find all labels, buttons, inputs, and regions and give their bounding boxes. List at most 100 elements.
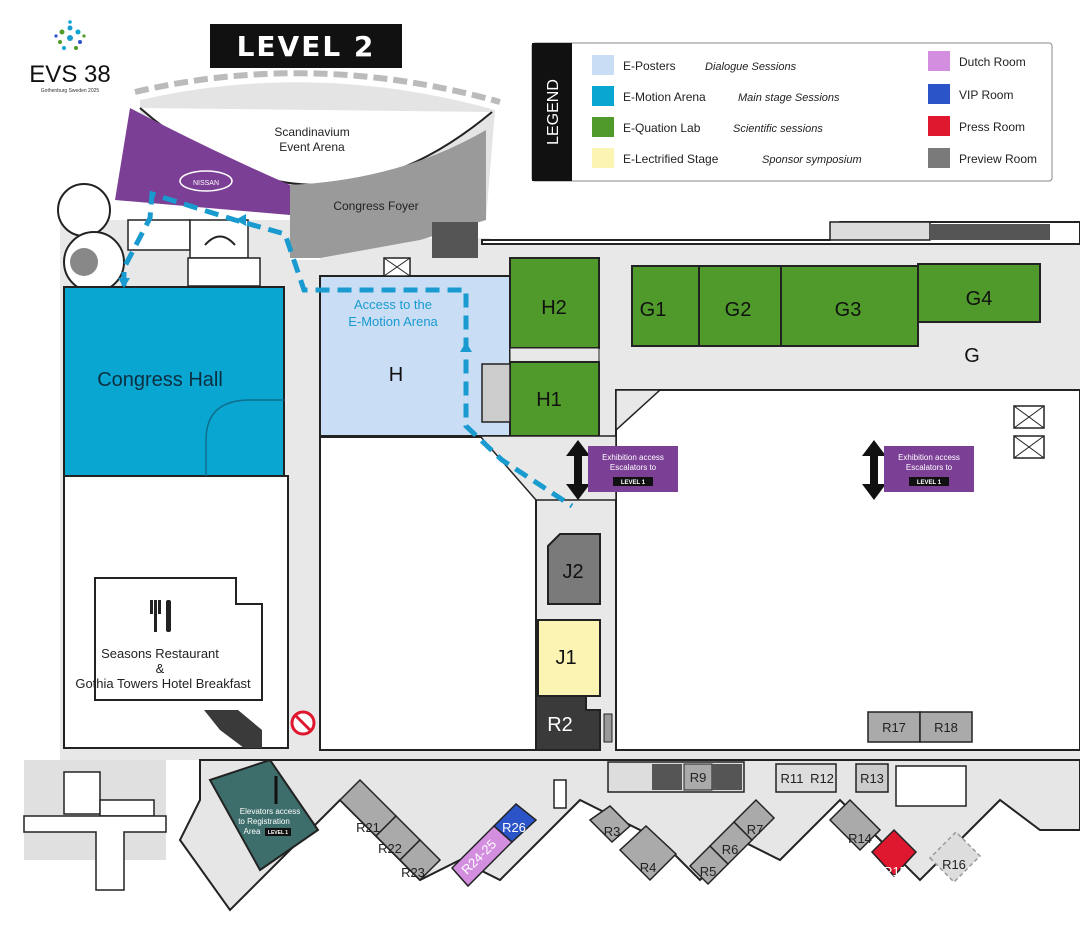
- access-label-line1: Access to the: [354, 297, 432, 312]
- room-R2[interactable]: [535, 695, 601, 751]
- room-R15[interactable]: [870, 828, 918, 878]
- room-R21-label: R21: [356, 820, 380, 835]
- wc-right-r9: [712, 764, 742, 790]
- room-R13[interactable]: [855, 763, 889, 793]
- arena-label-line1: Scandinavium: [274, 125, 349, 139]
- room-R18[interactable]: [919, 711, 973, 743]
- room-R14[interactable]: [828, 798, 882, 852]
- legend-item-arena: E-Motion Arena Main stage Sessions: [592, 86, 840, 106]
- room-H[interactable]: [319, 275, 511, 437]
- room-R16-label: R16: [942, 857, 966, 872]
- evs-logo-icon: [54, 20, 86, 50]
- west-annex-room: [63, 771, 101, 815]
- arena-wave-border: [134, 70, 501, 105]
- legend-preview-label: Preview Room: [959, 152, 1037, 166]
- exhibition-east-line2: Escalators to: [906, 463, 953, 472]
- elevators-area[interactable]: [208, 758, 320, 872]
- room-R3[interactable]: [588, 805, 632, 844]
- legend-arena-sub: Main stage Sessions: [738, 92, 840, 104]
- restaurant-label-line1: Seasons Restaurant: [101, 646, 219, 661]
- room-R23[interactable]: [398, 838, 442, 882]
- room-R13-label: R13: [860, 771, 884, 786]
- wc-block-west: [204, 710, 262, 748]
- elevators-label-line3: Area: [244, 827, 261, 836]
- nissan-zone: [115, 108, 290, 215]
- legend-press-label: Press Room: [959, 120, 1025, 134]
- room-H2-label: H2: [541, 297, 567, 319]
- legend-room-vip: VIP Room: [928, 84, 1013, 104]
- room-R17-label: R17: [882, 720, 906, 735]
- level-title: LEVEL 2: [237, 30, 376, 63]
- escalator-block: [187, 257, 261, 287]
- legend-lab-sub: Scientific sessions: [733, 123, 823, 135]
- legend-arena-title: E-Motion Arena: [623, 90, 706, 104]
- room-R7-label: R7: [747, 822, 764, 837]
- brand-name: EVS 38: [29, 61, 110, 88]
- elevators-label-line2: to Registration: [238, 817, 290, 826]
- room-H-label: H: [389, 364, 403, 386]
- room-H1-label: H1: [536, 389, 562, 411]
- brand-subline: Gothenburg Sweden 2025: [41, 88, 100, 94]
- room-G1-label: G1: [640, 299, 667, 321]
- exhibition-hall: [615, 389, 1080, 751]
- congress-hall[interactable]: [63, 286, 285, 477]
- legend-stage-title: E-Lectrified Stage: [623, 152, 719, 166]
- legend-room-dutch: Dutch Room: [928, 51, 1026, 71]
- cutlery-icon: [150, 600, 171, 632]
- room-G3[interactable]: [780, 265, 919, 347]
- room-R26[interactable]: [492, 802, 538, 844]
- room-R4[interactable]: [618, 824, 678, 882]
- arena-label-line2: Event Arena: [279, 140, 345, 154]
- open-floor-center: [319, 436, 537, 751]
- room-R16[interactable]: [928, 830, 982, 884]
- escalator-access-west[interactable]: Exhibition access Escalators to LEVEL 1: [566, 440, 678, 500]
- pillar: [603, 713, 613, 743]
- west-tower-core: [70, 248, 98, 276]
- room-R11-label[interactable]: R11: [781, 771, 804, 786]
- exhibition-west-line2: Escalators to: [610, 463, 657, 472]
- elevators-badge: [265, 828, 291, 836]
- room-R7[interactable]: [732, 798, 776, 842]
- restaurant-label-line2: &: [156, 661, 165, 676]
- room-R12-label[interactable]: R12: [810, 771, 834, 786]
- congress-hall-stage: [205, 399, 284, 476]
- h1-stair: [481, 363, 511, 423]
- room-R6-label: R6: [722, 842, 739, 857]
- exhibition-west-line1: Exhibition access: [602, 453, 664, 462]
- room-R23-label: R23: [401, 865, 425, 880]
- room-G2[interactable]: [698, 265, 782, 347]
- route-arrow-icon-3: [235, 214, 246, 226]
- exhibition-east-badge-label: LEVEL 1: [917, 480, 942, 486]
- legend-posters-title: E-Posters: [623, 59, 676, 73]
- restaurant: [94, 577, 263, 701]
- legend-room-preview: Preview Room: [928, 148, 1037, 168]
- route-arrow-icon: [118, 278, 130, 288]
- nissan-logo: [179, 170, 233, 192]
- exhibition-entry: [615, 389, 662, 432]
- room-R22-label: R22: [378, 841, 402, 856]
- legend-dutch-label: Dutch Room: [959, 55, 1026, 69]
- room-J2[interactable]: [547, 533, 601, 605]
- zone-G-label: G: [964, 345, 980, 367]
- legend-lab-title: E-Quation Lab: [623, 121, 701, 135]
- legend-posters-sub: Dialogue Sessions: [705, 61, 797, 73]
- room-R26-label: R26: [502, 820, 526, 835]
- south-east-box: [895, 765, 967, 807]
- no-entry-icon: [290, 710, 316, 736]
- access-route: [121, 190, 574, 509]
- room-R18-label: R18: [934, 720, 958, 735]
- elevators-badge-label: LEVEL 1: [268, 830, 288, 836]
- legend-room-press: Press Room: [928, 116, 1025, 136]
- room-G3-label: G3: [835, 299, 862, 321]
- wc-block-foyer: [432, 222, 478, 258]
- legend-item-posters: E-Posters Dialogue Sessions: [592, 55, 797, 75]
- room-G4[interactable]: [917, 263, 1041, 323]
- exhibition-east-badge: [909, 477, 949, 486]
- room-G2-label: G2: [725, 299, 752, 321]
- room-R5-label: R5: [700, 864, 717, 879]
- spiral-stair-icon: [204, 235, 236, 246]
- escalator-access-east[interactable]: Exhibition access Escalators to LEVEL 1: [862, 440, 974, 500]
- bench-icon: [553, 779, 567, 809]
- storage-box-icon: [383, 257, 411, 277]
